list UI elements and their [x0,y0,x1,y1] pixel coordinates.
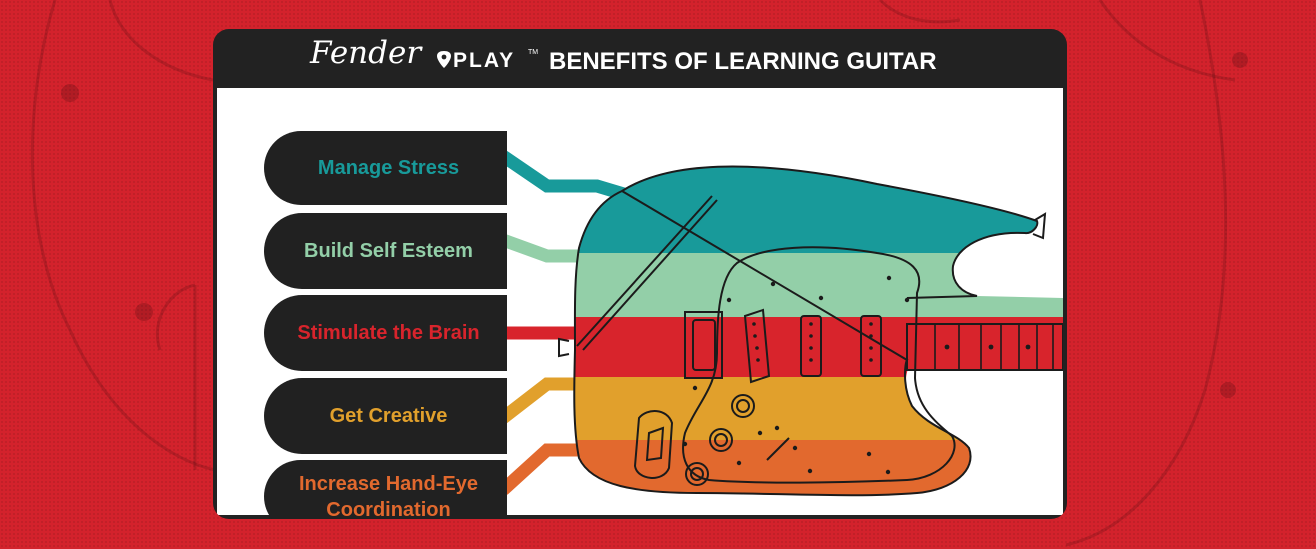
play-logo-text: PLAY [453,49,516,72]
guitar-illustration [498,150,1063,497]
benefit-build-self-esteem: Build Self Esteem [264,213,507,289]
guitar-outline-details [558,165,1047,497]
benefit-label: Stimulate the Brain [297,322,480,344]
fender-logo: Fender [310,35,422,71]
connector-increase-hand-eye-coordination [498,443,579,495]
page-title: BENEFITS OF LEARNING GUITAR [549,48,937,75]
content-panel: Manage Stress Build Self Esteem Stimulat… [217,88,1063,519]
guitar-pick-icon [437,51,451,68]
benefit-label: Increase Hand-Eye Coordination [299,472,478,520]
connector-build-self-esteem [500,233,582,263]
guitar-screws-and-pole-pieces [682,275,910,475]
benefit-label: Get Creative [329,405,448,427]
connector-get-creative [499,377,579,424]
infographic-card: Fender PLAY TM BENEFITS OF LEARNING GUIT… [213,29,1067,519]
connector-lines [498,150,639,495]
benefit-label: Build Self Esteem [304,240,473,262]
benefit-increase-hand-eye-coordination: Increase Hand-Eye Coordination [264,460,507,519]
trademark-symbol: TM [528,49,539,56]
benefit-get-creative: Get Creative [264,378,507,454]
guitar-neck [906,323,1063,371]
benefit-label: Manage Stress [317,157,460,179]
connector-manage-stress [499,150,639,205]
infographic-header: Fender PLAY TM BENEFITS OF LEARNING GUIT… [213,29,1067,88]
benefit-manage-stress: Manage Stress [264,131,507,205]
benefit-stimulate-the-brain: Stimulate the Brain [264,295,507,371]
